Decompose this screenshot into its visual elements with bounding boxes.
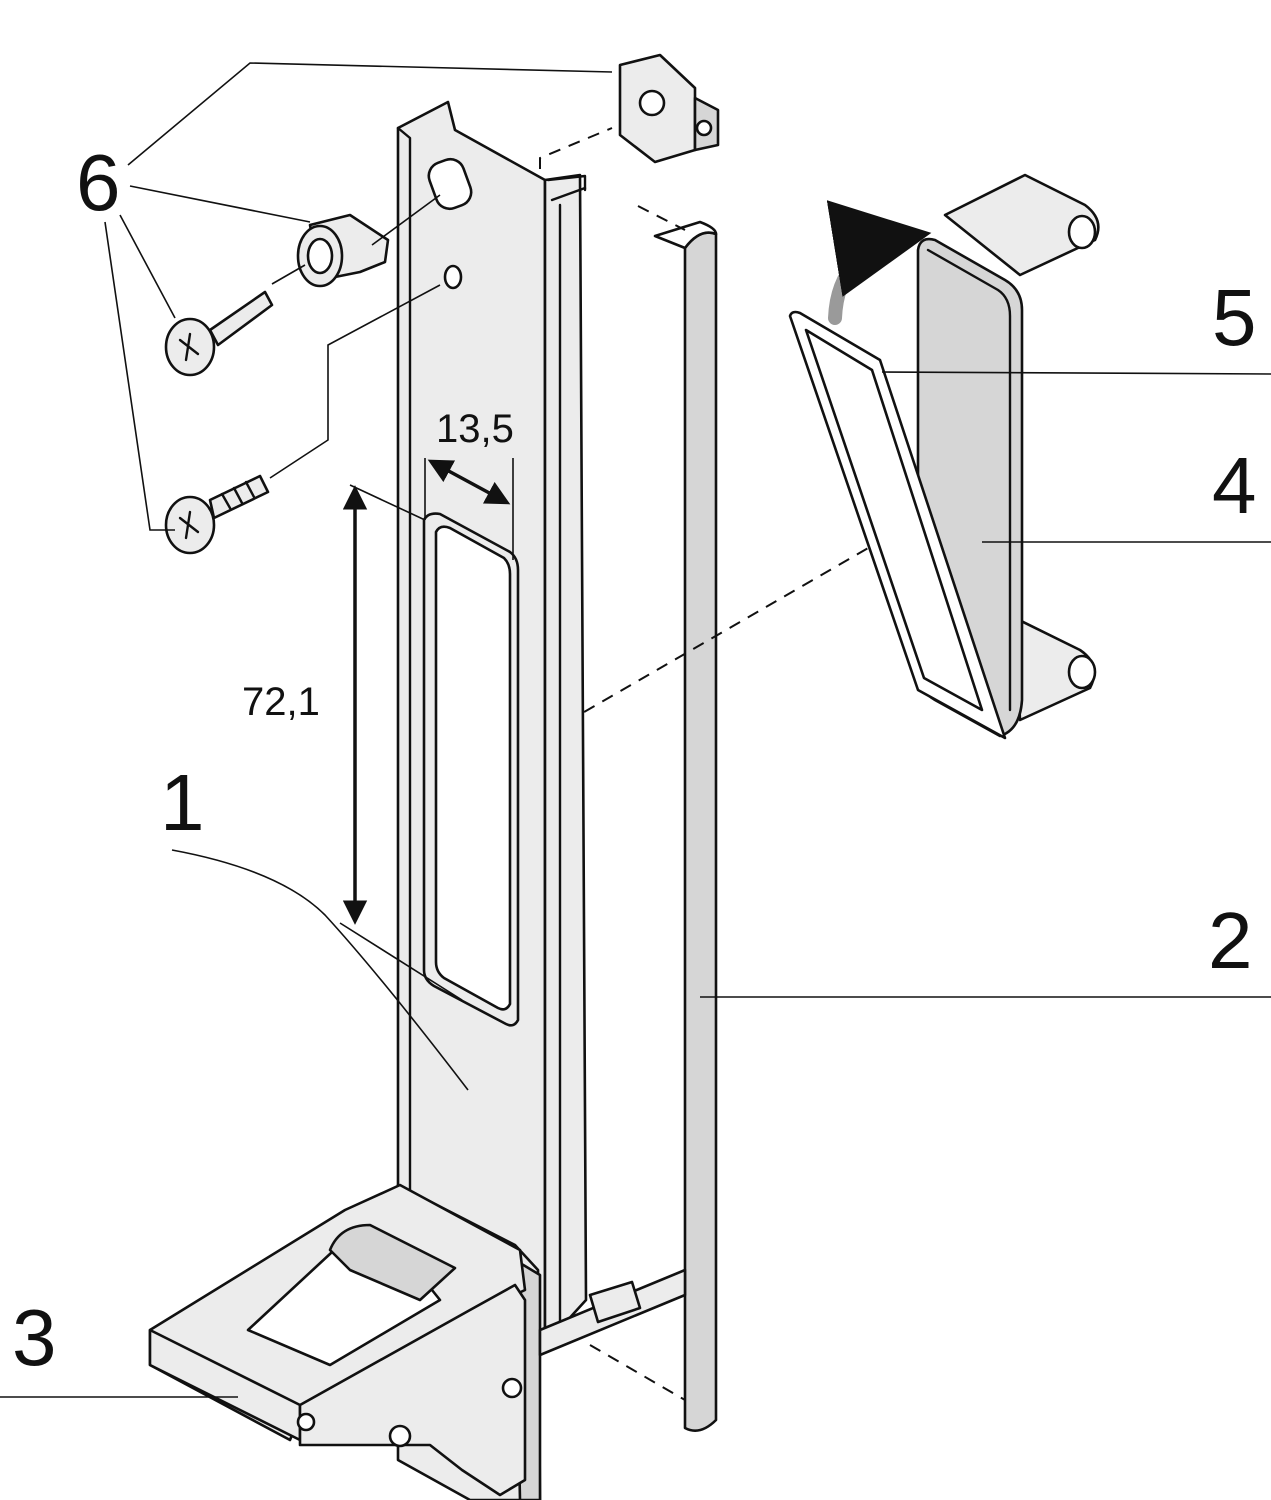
part-label-6: 6	[76, 138, 121, 227]
strip-part-2	[653, 220, 718, 1432]
part-label-3: 3	[12, 1293, 57, 1382]
dimension-lines	[339, 458, 514, 1001]
part-label-2: 2	[1208, 896, 1253, 985]
gasket-part-5	[788, 310, 1007, 740]
dimension-width-label: 13,5	[436, 407, 514, 451]
dimension-height-label: 72,1	[242, 680, 320, 724]
rotation-arrow	[826, 200, 932, 325]
part-label-5: 5	[1212, 273, 1257, 362]
profile-part-1	[396, 100, 588, 1347]
part-label-1: 1	[160, 758, 205, 847]
part-label-4: 4	[1212, 441, 1257, 530]
fasteners-part-6	[164, 53, 720, 555]
leader-lines	[0, 62, 1271, 1398]
bracket-part-3	[148, 1183, 687, 1500]
